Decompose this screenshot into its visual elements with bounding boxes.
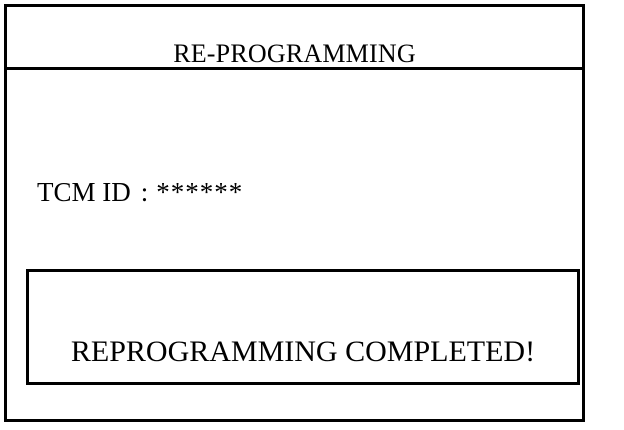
reprogramming-screen: RE-PROGRAMMING TCM ID:****** REPROGRAMMI…: [4, 4, 585, 422]
status-message-box: REPROGRAMMING COMPLETED!: [26, 269, 580, 385]
title-bar: RE-PROGRAMMING: [7, 7, 582, 70]
screen-title: RE-PROGRAMMING: [173, 39, 416, 68]
status-message: REPROGRAMMING COMPLETED!: [70, 335, 536, 368]
tcm-id-row: TCM ID:******: [37, 177, 243, 207]
tcm-id-separator: :: [140, 177, 149, 207]
tcm-id-label: TCM ID: [37, 177, 131, 207]
tcm-id-value: ******: [156, 177, 244, 207]
